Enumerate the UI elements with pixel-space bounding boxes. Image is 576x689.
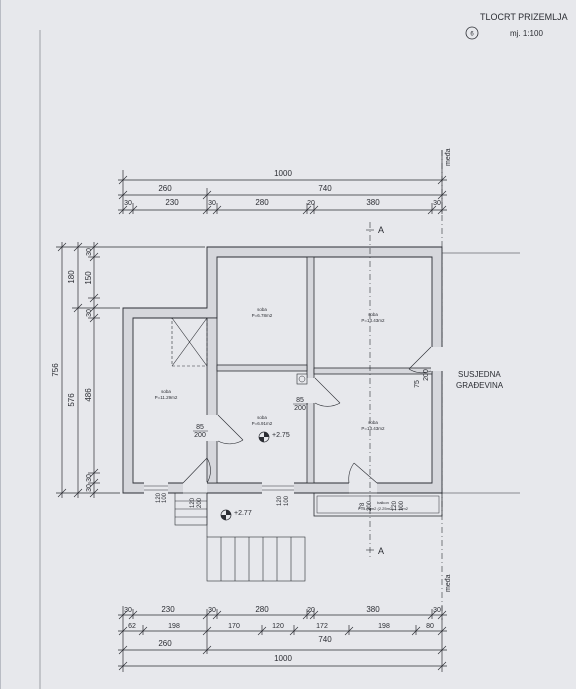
sheet-number-badge: 6 xyxy=(465,26,479,40)
dim-top-30b: 30 xyxy=(208,200,216,207)
dim-top-380: 380 xyxy=(366,198,380,207)
room-4-name: soba xyxy=(257,415,267,420)
level-marker-exterior xyxy=(220,509,232,521)
section-marker-top: A xyxy=(378,225,384,235)
dim-top-740: 740 xyxy=(318,184,332,193)
section-line xyxy=(366,222,374,560)
opening-3-height: 200 xyxy=(423,369,430,381)
sheet-number: 6 xyxy=(470,32,474,38)
dim-bottom-62: 62 xyxy=(128,623,136,630)
opening-2-width: 85 xyxy=(296,397,304,404)
dim-bottom-20: 20 xyxy=(307,607,315,614)
dim-bottom-280: 280 xyxy=(255,605,269,614)
room-5-area: P=13.43m2 xyxy=(361,426,385,431)
dim-bottom-230: 230 xyxy=(161,605,175,614)
dim-left-150: 150 xyxy=(84,271,93,285)
stair-void-hatch xyxy=(171,317,208,367)
room-4-area: P=6.91m2 xyxy=(252,421,273,426)
opening-8-height: 200 xyxy=(197,497,203,508)
opening-7-width: 120 xyxy=(392,500,398,511)
opening-7-height: 100 xyxy=(399,500,405,511)
dim-bottom-30b: 30 xyxy=(208,607,216,614)
room-3-name: soba xyxy=(161,389,171,394)
balcony-area: P=3.08m2 (2.25m2) 1.15m2 xyxy=(358,506,409,511)
opening-6-height: 200 xyxy=(367,500,373,511)
dim-top-280: 280 xyxy=(255,198,269,207)
room-1-area: P=6.78m2 xyxy=(252,313,273,318)
dim-left-30d: 30 xyxy=(86,484,93,492)
dim-left-total: 756 xyxy=(51,363,60,377)
room-2-name: soba xyxy=(368,312,378,317)
dim-bottom-120: 120 xyxy=(272,623,284,630)
drawing-title: TLOCRT PRIZEMLJA xyxy=(480,12,568,22)
opening-8-width: 120 xyxy=(190,497,196,508)
wall-openings xyxy=(144,347,443,494)
room-1-name: soba xyxy=(257,307,267,312)
opening-3-width: 75 xyxy=(414,380,421,388)
dim-left-30b: 30 xyxy=(86,309,93,317)
dim-left-486: 486 xyxy=(84,388,93,402)
boundary-label-top: međa xyxy=(445,148,452,166)
dim-bottom-740: 740 xyxy=(318,635,332,644)
level-exterior: +2.77 xyxy=(234,510,252,517)
dim-left-30c: 30 xyxy=(86,474,93,482)
entrance-steps xyxy=(174,492,208,526)
flue-circle xyxy=(298,375,306,383)
dim-left-576: 576 xyxy=(67,393,76,407)
flue-box xyxy=(296,373,308,385)
dim-top-20: 20 xyxy=(307,200,315,207)
dim-top-260: 260 xyxy=(158,184,172,193)
dim-bottom-198b: 198 xyxy=(378,623,390,630)
neighbor-label-2: GRAĐEVINA xyxy=(456,381,504,390)
dim-top-total: 1000 xyxy=(274,169,292,178)
door-swings xyxy=(182,346,432,484)
left-dimension-lines xyxy=(56,242,205,498)
exterior-staircase xyxy=(206,493,306,582)
balcony xyxy=(313,492,443,517)
opening-4-height: 100 xyxy=(162,492,168,503)
room-2-area: P=13.43m2 xyxy=(361,318,385,323)
opening-1-width: 85 xyxy=(196,424,204,431)
opening-6-width: 78 xyxy=(360,502,366,509)
dim-bottom-198a: 198 xyxy=(168,623,180,630)
opening-4-width: 120 xyxy=(156,492,162,503)
dim-bottom-30a: 30 xyxy=(124,607,132,614)
interior-walls xyxy=(206,256,433,484)
window-panes xyxy=(144,485,294,491)
bottom-dimension-lines xyxy=(118,606,447,672)
dim-bottom-30c: 30 xyxy=(433,607,441,614)
dim-top-30a: 30 xyxy=(124,200,132,207)
dim-bottom-80: 80 xyxy=(426,623,434,630)
dim-left-30a: 30 xyxy=(86,248,93,256)
dim-top-230: 230 xyxy=(165,198,179,207)
dim-bottom-260: 260 xyxy=(158,639,172,648)
opening-5-height: 100 xyxy=(284,495,290,506)
dim-bottom-172: 172 xyxy=(316,623,328,630)
level-marker-interior xyxy=(258,431,270,443)
dim-bottom-380: 380 xyxy=(366,605,380,614)
opening-1-height: 200 xyxy=(194,432,206,439)
room-5-name: soba xyxy=(368,420,378,425)
dim-left-180: 180 xyxy=(67,270,76,284)
dim-top-30c: 30 xyxy=(433,200,441,207)
section-marker-bottom: A xyxy=(378,546,384,556)
balcony-name: balkon xyxy=(377,500,389,505)
opening-5-width: 120 xyxy=(277,495,283,506)
drawing-scale: mj. 1:100 xyxy=(510,29,543,38)
neighbor-label-1: SUSJEDNA xyxy=(458,370,501,379)
room-3-area: P=11.29m2 xyxy=(155,395,178,400)
boundary-label-bottom: međa xyxy=(445,574,452,592)
dim-bottom-total: 1000 xyxy=(274,654,292,663)
level-interior: +2.75 xyxy=(272,432,290,439)
opening-2-height: 200 xyxy=(294,405,306,412)
dim-bottom-170: 170 xyxy=(228,623,240,630)
